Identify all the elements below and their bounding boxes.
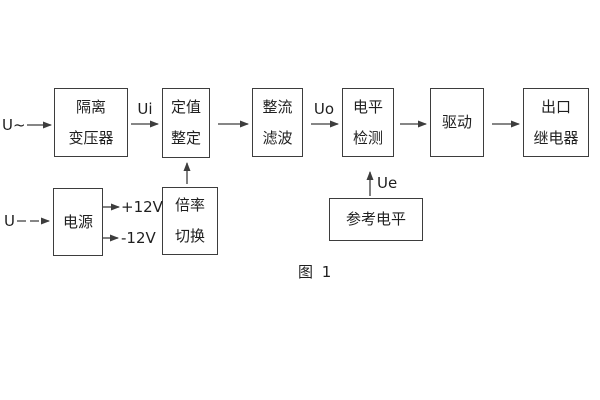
block-label: 整定 [170,129,201,147]
block-output-relay: 出口 继电器 [523,88,589,157]
label-minus-12v: -12V [121,229,156,247]
label-uo-signal: Uo [313,100,335,118]
block-label: 整流 [262,97,293,116]
block-label: 切换 [174,227,205,245]
block-label: 滤波 [262,128,293,147]
label-plus-12v: +12V [121,198,163,216]
block-label: 继电器 [533,128,579,147]
block-label: 倍率 [174,196,205,214]
block-label: 电平 [352,97,383,116]
block-label: 电源 [62,212,93,231]
label-dc-input: U [4,212,15,230]
label-ac-input: U~ [2,116,26,134]
block-label: 驱动 [441,113,472,131]
block-reference-level: 参考电平 [329,198,423,241]
label-ue-signal: Ue [377,174,398,192]
label-ui-signal: Ui [137,100,153,118]
block-rectify-filter: 整流 滤波 [252,88,303,157]
figure-caption: 图 1 [298,263,334,281]
block-label: 检测 [352,128,383,147]
block-label: 变压器 [68,128,114,147]
block-isolation-transformer: 隔离 变压器 [54,88,128,157]
block-label: 参考电平 [345,210,406,228]
block-label: 定值 [170,98,201,116]
block-power-supply: 电源 [53,188,103,256]
block-ratio-switch: 倍率 切换 [162,187,218,255]
block-label: 出口 [540,97,571,116]
block-label: 隔离 [75,97,106,116]
block-value-setting: 定值 整定 [162,88,210,158]
block-level-detection: 电平 检测 [342,88,394,157]
block-drive: 驱动 [430,88,484,157]
